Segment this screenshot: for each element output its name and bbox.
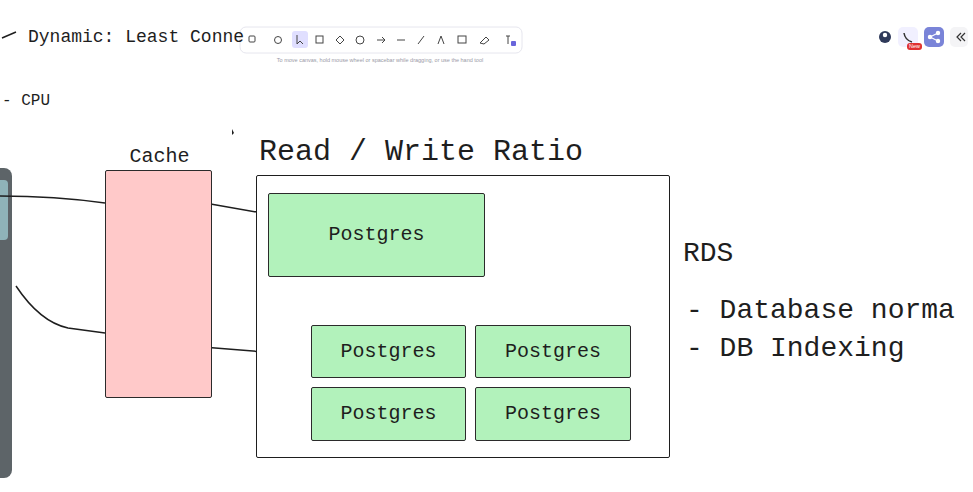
- stray-stroke: [2, 32, 16, 38]
- collapse-button: [950, 27, 968, 47]
- box-heading: Cache: [129, 145, 189, 169]
- note-text: - CPU: [2, 91, 50, 111]
- cache-box: Cache: [105, 170, 212, 398]
- collapse-icon: [957, 33, 965, 41]
- note-text: - Database norma: [686, 293, 955, 328]
- toolbar: [240, 27, 522, 53]
- video-thumbnail: [0, 168, 12, 478]
- box-heading: Read / Write Ratio: [259, 134, 583, 170]
- share-icon: [928, 31, 939, 42]
- box-label: Postgres: [505, 340, 601, 364]
- note-heading: RDS: [683, 236, 733, 271]
- postgres-primary: Postgres: [268, 193, 485, 277]
- postgres-replica: Postgres: [475, 387, 631, 441]
- box-label: Postgres: [505, 402, 601, 426]
- hint-text: To move canvas, hold mouse wheel or spac…: [277, 57, 483, 64]
- postgres-replica: Postgres: [475, 325, 631, 378]
- note-text: Dynamic: Least Conne: [28, 26, 244, 49]
- box-label: Postgres: [340, 402, 436, 426]
- box-label: Postgres: [328, 223, 424, 247]
- cursor: [232, 129, 234, 135]
- new-badge: [907, 43, 922, 50]
- box-label: Postgres: [340, 340, 436, 364]
- postgres-replica: Postgres: [311, 325, 466, 378]
- avatar-head: [883, 33, 887, 37]
- badge-text: New: [909, 43, 920, 50]
- avatar: [879, 31, 891, 43]
- incoming-line: [16, 286, 105, 333]
- database-group: Read / Write RatioPostgresPostgresPostgr…: [256, 175, 670, 458]
- incoming-line: [0, 196, 105, 203]
- share-button: [924, 27, 944, 47]
- note-text: - DB Indexing: [686, 331, 904, 366]
- toolbar-icons: [249, 31, 516, 48]
- phone-icon: [904, 33, 912, 42]
- video-detail: [0, 180, 8, 240]
- postgres-replica: Postgres: [311, 387, 466, 441]
